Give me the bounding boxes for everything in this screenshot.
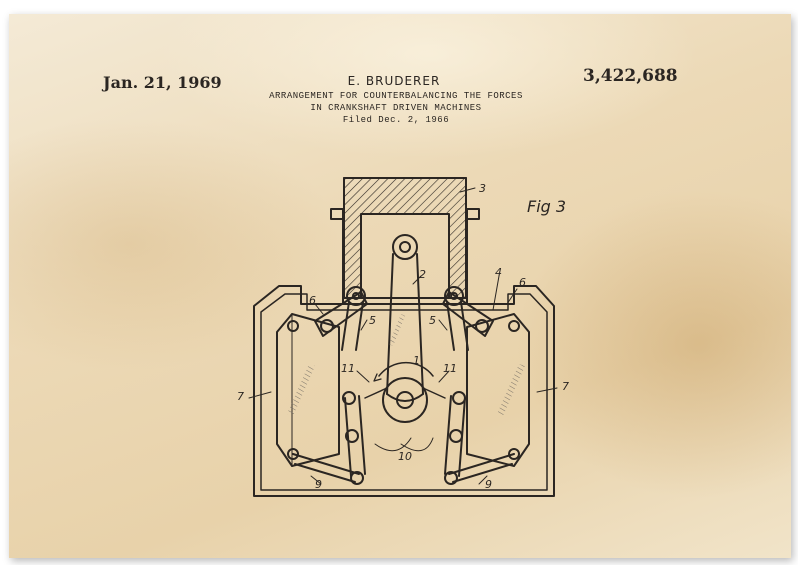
wrist-pin [392,234,418,260]
ref-numeral: 3 [479,182,486,195]
housing-inner [260,293,548,491]
link-right-upper [442,291,494,337]
ref-numeral: 10 [398,450,412,463]
housing-outer [253,285,555,497]
piston-hatched-wall [343,177,467,299]
link-left-upper [314,291,368,337]
ref-numeral: 9 [315,478,322,491]
patent-drawing: Fig 3 3 2 6 4 6 5 5 7 7 10 9 9 11 11 1 [237,177,569,497]
ref-numeral: 11 [341,362,355,375]
ref-numeral: 1 [413,354,420,367]
ref-numeral: 5 [429,314,436,327]
patent-title-line-2: IN CRANKSHAFT DRIVEN MACHINES [310,103,482,113]
patent-title-line-1: ARRANGEMENT FOR COUNTERBALANCING THE FOR… [269,91,523,101]
crank-disc [382,377,428,423]
counterweight-right [466,313,530,467]
ref-numeral: 7 [562,380,569,393]
ref-numeral: 5 [369,314,376,327]
ref-numeral: 6 [309,294,316,307]
ref-numeral: 7 [237,390,244,403]
ref-numeral: 2 [419,268,426,281]
counterweight-left [276,313,340,467]
connecting-rod [386,253,424,395]
link-left-lower [292,453,360,483]
figure-label: Fig 3 [527,197,566,216]
ref-numeral: 11 [443,362,457,375]
patent-sheet: Jan. 21, 1969 E. BRUDERER 3,422,688 ARRA… [9,14,791,558]
patent-number: 3,422,688 [583,66,678,86]
shading-marks [287,314,525,416]
patent-date: Jan. 21, 1969 [103,73,222,92]
ref-numeral: 9 [485,478,492,491]
inventor-name: E. BRUDERER [347,74,441,88]
ref-numeral: 4 [495,266,502,279]
ref-numeral: 6 [519,276,526,289]
filed-date: Filed Dec. 2, 1966 [342,115,450,125]
